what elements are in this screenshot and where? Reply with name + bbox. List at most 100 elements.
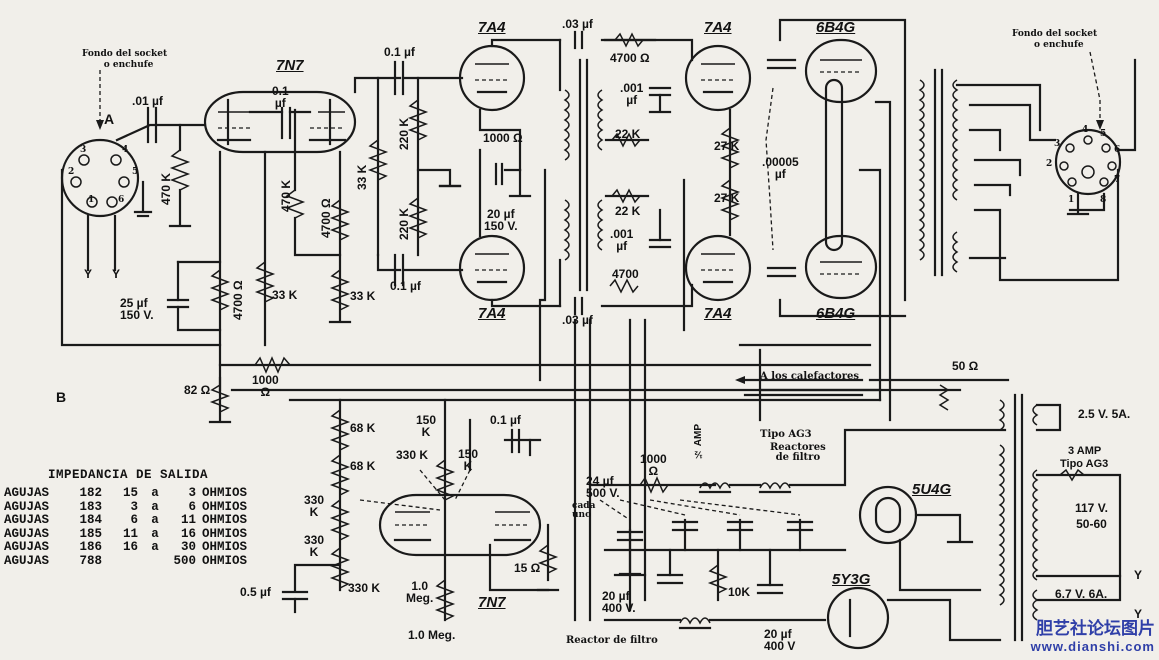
fuse-3amp-type: Tipo AG3 (1060, 458, 1109, 470)
tx-y2: Y (1134, 607, 1143, 621)
r-27k-b: 27 K (714, 191, 740, 205)
note-socket-left-line1: Fondo del socket (82, 49, 168, 59)
c-20-400b: 20 µf 400 V (764, 628, 795, 652)
r-22k-b: 22 K (615, 204, 641, 218)
impedance-cell-to: 16 (180, 526, 196, 541)
tube-label-7n7-bottom: 7N7 (478, 594, 506, 611)
c-top: 0.1 µf (384, 45, 415, 59)
impedance-cell-unit: OHMIOS (202, 486, 248, 500)
label-y2: Y (112, 267, 121, 281)
impedance-cell-to: 3 (188, 486, 196, 500)
impedance-cell-a: a (151, 513, 159, 527)
note-each: cada uno (572, 502, 595, 520)
c-20-400a-v: 20 µf (602, 589, 630, 603)
pin-6: 6 (118, 195, 125, 205)
impedance-cell-a: a (151, 540, 159, 554)
r-330k-b-v: 330 (304, 533, 325, 547)
note-socket-left: Fondo del socket o enchufe (82, 50, 167, 70)
note-socket-right: Fondo del socket o enchufe (1012, 30, 1097, 50)
tube-label-7n7-top: 7N7 (276, 57, 304, 74)
impedance-cell-label: AGUJAS (4, 513, 50, 527)
impedance-cell-from (108, 554, 144, 568)
c-24: 24 µf 500 V. (586, 475, 620, 499)
r-68k-b: 68 K (350, 459, 376, 473)
c-20-150: 20 µf 150 V. (484, 208, 518, 232)
c-in: .01 µf (132, 94, 163, 108)
r-1000-b-v: 1000 (252, 373, 279, 387)
c-001-top-u: µf (626, 93, 638, 107)
note-heaters: A los calefactores (760, 371, 859, 382)
tx-117: 117 V. 50-60 (1075, 502, 1108, 530)
note-socket-left-line2: o enchufe (103, 60, 154, 70)
watermark-line1: 胆艺社论坛图片 (1036, 619, 1155, 638)
impedance-cell-from: 15 (122, 486, 138, 500)
impedance-cell-pin: 788 (79, 553, 102, 568)
impedance-cell-pin: 183 (79, 499, 102, 514)
rpin-1: 1 (1068, 195, 1075, 205)
rpin-4: 4 (1082, 125, 1089, 135)
tx-y1: Y (1134, 568, 1143, 582)
r-4700-b: 4700 Ω (319, 198, 333, 238)
tx-6v7: 6.7 V. 6A. (1055, 587, 1108, 601)
rpin-3: 3 (1054, 139, 1061, 149)
c-01-b: 0.1 µf (490, 413, 521, 427)
rpin-8: 8 (1100, 195, 1107, 205)
c-20-400b-v: 20 µf (764, 627, 792, 641)
impedance-cell-label: AGUJAS (4, 526, 50, 541)
rpin-6: 6 (1114, 145, 1121, 155)
c-25-v: 25 µf (120, 296, 148, 310)
tube-7a4-1 (458, 44, 526, 112)
c-001-top: .001 µf (620, 82, 643, 106)
impedance-cell-pin: 182 (79, 486, 102, 500)
c-couple: 0.1 µf (272, 85, 289, 109)
r-1meg-a-v: 1.0 (411, 579, 429, 593)
impedance-cell-a (144, 554, 166, 568)
rpin-2: 2 (1046, 159, 1053, 169)
impedance-row: AGUJAS 182 15 a 3 OHMIOS (4, 486, 282, 500)
tube-label-7a4-top-left: 7A4 (478, 19, 506, 36)
impedance-cell-unit: OHMIOS (202, 513, 248, 527)
r-27k-a: 27 K (714, 139, 740, 153)
c-20-400a: 20 µf 400 V. (602, 590, 636, 614)
r-22k-a: 22 K (615, 127, 641, 141)
impedance-cell-label: AGUJAS (4, 486, 50, 500)
annotations (96, 51, 1104, 397)
r-82: 82 Ω (184, 383, 211, 397)
r-330k-a-v: 330 (304, 493, 325, 507)
impedance-cell-unit: OHMIOS (202, 526, 248, 541)
r-150k-a-v: 150 (416, 413, 437, 427)
impedance-cell-to: 11 (180, 513, 196, 527)
pin-1: 1 (88, 195, 95, 205)
note-filter-reactor: Reactor de filtro (566, 635, 658, 646)
impedance-cell-pin: 186 (79, 540, 102, 554)
output-socket (1054, 128, 1122, 196)
r-150k-b: 150 K (458, 448, 478, 472)
pin-3: 3 (80, 145, 87, 155)
impedance-cell-from: 16 (122, 540, 138, 554)
label-y1: Y (84, 267, 93, 281)
c-20-150-v: 20 µf (487, 207, 515, 221)
fuse-half-amp: ½ AMP (693, 424, 704, 460)
r-15: 15 Ω (514, 561, 541, 575)
tx-117-hz: 50-60 (1076, 517, 1107, 531)
impedance-cell-a: a (151, 486, 159, 500)
note-socket-right-line1: Fondo del socket (1012, 29, 1098, 39)
tube-5y3g (826, 586, 890, 650)
tube-label-5y3g: 5Y3G (832, 571, 871, 588)
r-1000-c-u: Ω (648, 464, 659, 478)
r-330k-a-u: K (309, 505, 319, 519)
r-4700-c: 4700 Ω (610, 51, 650, 65)
impedance-cell-from: 6 (130, 513, 138, 527)
r-68k-a: 68 K (350, 421, 376, 435)
watermark-line2: www.dianshi.com (1030, 639, 1155, 654)
r-4700-d: 4700 (612, 267, 639, 281)
impedance-cell-a: a (151, 526, 159, 541)
r-33k-a: 33 K (272, 288, 298, 302)
tube-label-7a4-bottom-right: 7A4 (704, 305, 732, 322)
pin-5: 5 (132, 167, 139, 177)
